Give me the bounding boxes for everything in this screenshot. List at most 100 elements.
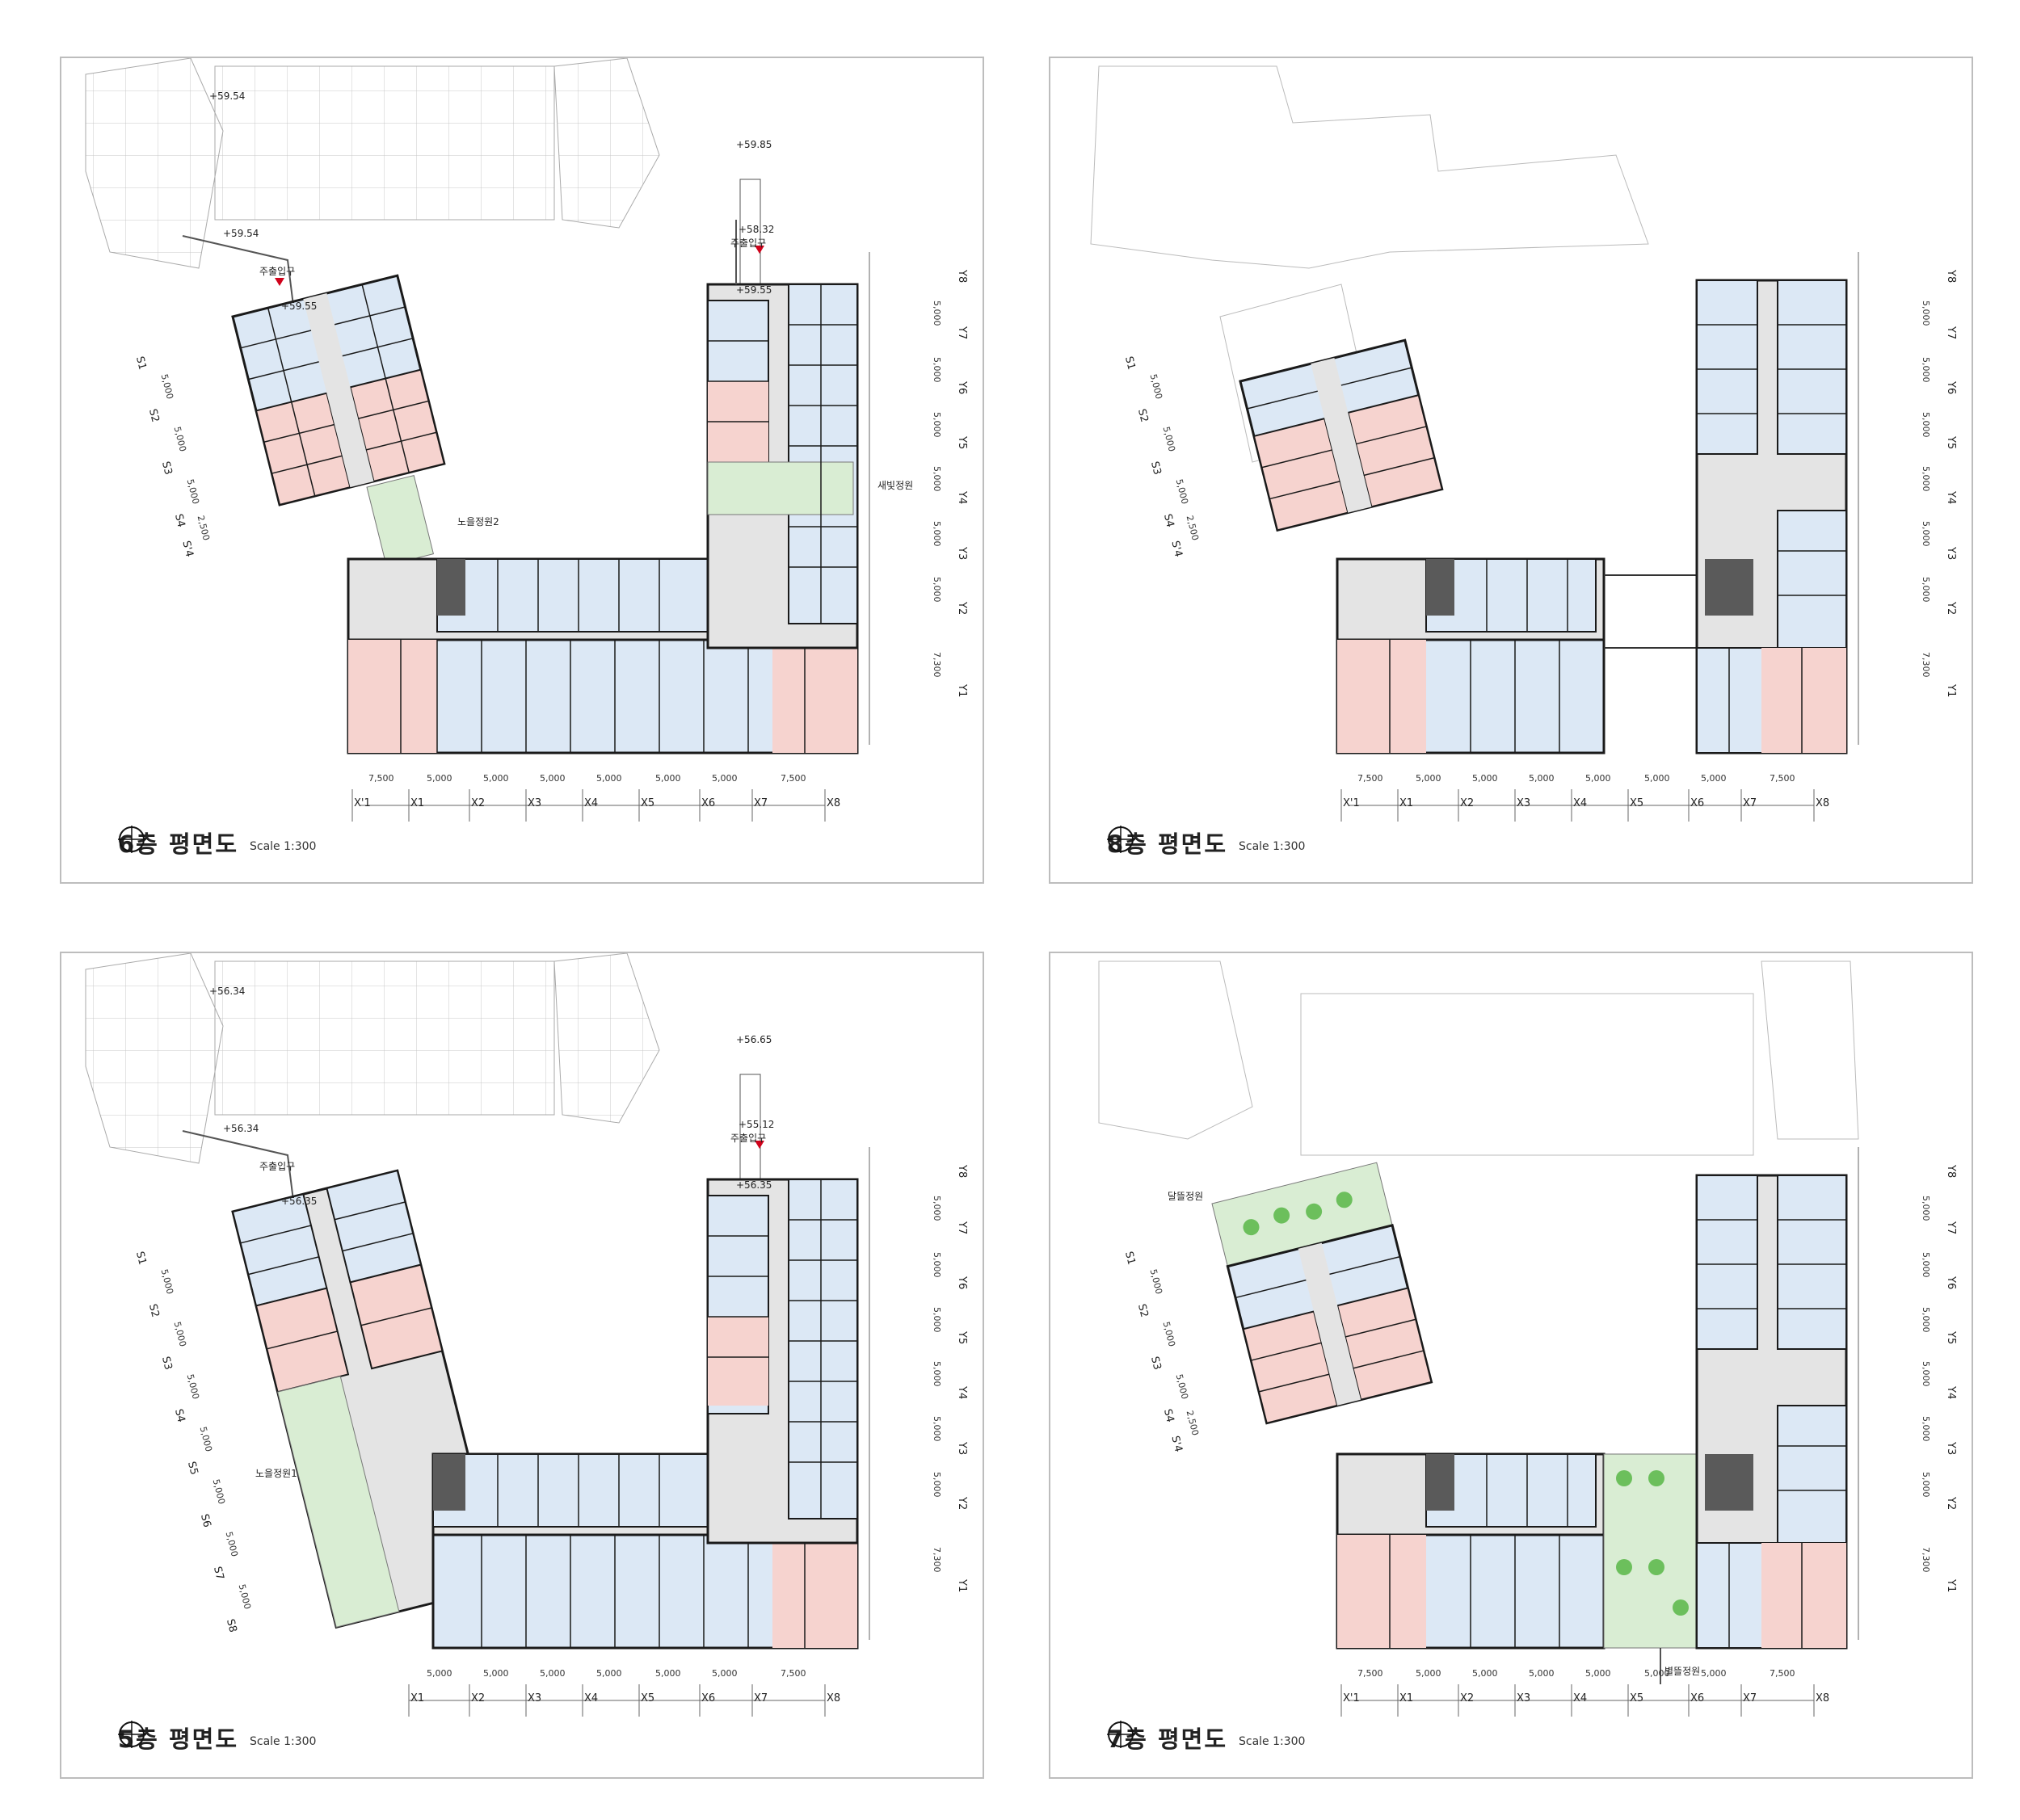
context-outline — [1300, 993, 1754, 1156]
grid-dimension: 5,000 — [596, 1668, 622, 1679]
grid-axis-label: X5 — [641, 1692, 655, 1704]
grid-axis-label: Y8 — [956, 270, 968, 284]
grid-dimension: 5,000 — [932, 301, 942, 326]
grid-dimension: 5,000 — [1644, 1668, 1670, 1679]
entry-label: 주출입구 — [259, 1161, 296, 1172]
grid-axis-label: X6 — [701, 1692, 716, 1704]
grid-axis-label: Y5 — [956, 1331, 968, 1345]
grid-dimension: 5,000 — [1921, 357, 1931, 383]
grid-axis-label: X5 — [641, 797, 655, 809]
garden-label: 별뜰정원 — [1664, 1666, 1701, 1677]
grid-dimension: 7,500 — [781, 773, 806, 784]
grid-axis-label: X8 — [827, 797, 841, 809]
grid-dimension: 5,000 — [712, 1668, 738, 1679]
elevation-label: +59.85 — [736, 139, 772, 150]
grid-dimension: 5,000 — [1921, 577, 1931, 603]
north-arrow-icon — [118, 1721, 145, 1748]
grid-dimension: 5,000 — [427, 773, 452, 784]
grid-axis-label: Y8 — [956, 1165, 968, 1179]
grid-dimension: 7,300 — [1921, 652, 1931, 678]
grid-axis-label: X'1 — [354, 797, 371, 809]
grid-axis-label: Y6 — [956, 1276, 968, 1290]
grid-dimension: 5,000 — [483, 773, 509, 784]
grid-dimension: 5,000 — [427, 1668, 452, 1679]
grid-axis-label: X8 — [1816, 797, 1830, 809]
grid-axis-label: X1 — [1399, 797, 1414, 809]
elevation-label: +56.34 — [223, 1123, 259, 1134]
plan-drawing — [85, 58, 870, 822]
grid-dimension: 5,000 — [1921, 1416, 1931, 1442]
grid-dimension: 7,500 — [1770, 773, 1795, 784]
elevation-label: +56.35 — [736, 1179, 772, 1191]
entry-label: 주출입구 — [730, 1133, 767, 1144]
grid-dimension: 5,000 — [932, 1472, 942, 1498]
elevation-label: +56.34 — [209, 986, 246, 997]
grid-axis-label: Y2 — [956, 1497, 968, 1511]
grid-dimension: 5,000 — [712, 773, 738, 784]
grid-axis-label: Y6 — [1945, 1276, 1957, 1290]
grid-axis-label: X2 — [471, 797, 486, 809]
grid-axis-label: Y4 — [1945, 491, 1957, 505]
grid-dimension: 5,000 — [932, 412, 942, 438]
grid-axis-label: X6 — [1690, 1692, 1705, 1704]
grid-axis-label: X'1 — [1343, 797, 1360, 809]
grid-dimension: 5,000 — [655, 1668, 681, 1679]
grid-axis-label: Y2 — [1945, 602, 1957, 616]
grid-axis-label: X4 — [584, 1692, 599, 1704]
elevation-label: +56.65 — [736, 1034, 772, 1045]
grid-dimension: 7,500 — [781, 1668, 806, 1679]
floor-title: 6층 평면도 — [118, 830, 238, 858]
context-building — [85, 58, 224, 269]
grid-dimension: 5,000 — [1921, 466, 1931, 492]
grid-dimension: 5,000 — [596, 773, 622, 784]
grid-dimension: 5,000 — [932, 1416, 942, 1442]
grid-dimension: 5,000 — [483, 1668, 509, 1679]
elevation-label: +59.54 — [209, 90, 246, 102]
grid-dimension: 5,000 — [1701, 773, 1727, 784]
panel-title: 8층 평면도 Scale 1:300 — [1107, 826, 1305, 860]
elevation-label: +59.55 — [281, 301, 318, 312]
grid-dimension: 5,000 — [1921, 1196, 1931, 1221]
grid-dimension: 5,000 — [1921, 412, 1931, 438]
grid-dimension: 5,000 — [1921, 1361, 1931, 1387]
elevation-label: +58.32 — [739, 224, 775, 235]
grid-axis-label: Y6 — [1945, 381, 1957, 395]
scale-label: Scale 1:300 — [1239, 840, 1306, 853]
context-building — [214, 960, 555, 1116]
grid-axis-label: X6 — [701, 797, 716, 809]
grid-axis-label: Y4 — [956, 491, 968, 505]
grid-dimension: 5,000 — [1472, 773, 1498, 784]
grid-axis-label: Y1 — [1945, 684, 1957, 698]
grid-axis-label: Y4 — [1945, 1386, 1957, 1400]
plan-drawing — [85, 953, 870, 1717]
grid-dimension: 5,000 — [932, 1196, 942, 1221]
grid-dimension: 5,000 — [655, 773, 681, 784]
grid-dimension: 5,000 — [540, 773, 566, 784]
grid-axis-label: X5 — [1630, 797, 1644, 809]
floor-title: 8층 평면도 — [1107, 830, 1227, 858]
grid-dimension: 5,000 — [1529, 1668, 1555, 1679]
grid-axis-label: Y7 — [956, 326, 968, 340]
plan-drawing — [1098, 960, 1859, 1717]
floor-title: 5층 평면도 — [118, 1725, 238, 1753]
grid-axis-label: Y2 — [956, 602, 968, 616]
grid-axis-label: X5 — [1630, 1692, 1644, 1704]
panel-5f: +56.34 +56.65 +56.34 +55.12 +56.35 주출입구 … — [60, 952, 984, 1779]
garden-label: 노을정원1 — [255, 1468, 297, 1479]
entry-label: 주출입구 — [259, 266, 296, 277]
grid-axis-label: Y3 — [956, 1442, 968, 1456]
grid-dimension: 5,000 — [932, 577, 942, 603]
elevation-label: +59.55 — [736, 284, 772, 296]
grid-dimension: 5,000 — [1472, 1668, 1498, 1679]
garden-label: 노을정원2 — [457, 516, 499, 528]
grid-axis-label: X3 — [528, 1692, 542, 1704]
grid-axis-label: X1 — [410, 1692, 425, 1704]
context-building — [85, 953, 224, 1164]
panel-title: 7층 평면도 Scale 1:300 — [1107, 1721, 1305, 1755]
entry-label: 주출입구 — [730, 237, 767, 249]
grid-axis-label: X4 — [584, 797, 599, 809]
grid-dimension: 5,000 — [932, 521, 942, 547]
grid-dimension: 5,000 — [1416, 773, 1441, 784]
grid-axis-label: X1 — [410, 797, 425, 809]
diagonal-wing — [1211, 1162, 1433, 1425]
